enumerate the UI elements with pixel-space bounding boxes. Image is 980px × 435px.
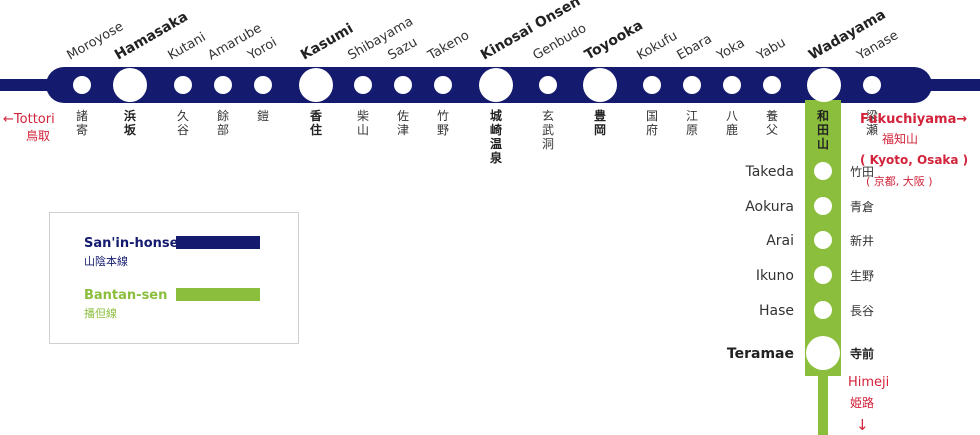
station-name-en: Teramae — [727, 346, 794, 362]
bantan-station: Ikuno 生野 — [756, 266, 874, 284]
bantan-stations: Takeda 竹田 Aokura 青倉 Arai 新井 Ikuno 生野 Hase 長谷 Teram… — [727, 162, 874, 370]
station-marker — [539, 76, 557, 94]
station-marker — [814, 162, 832, 180]
station-marker — [763, 76, 781, 94]
station-marker — [354, 76, 372, 94]
station-marker — [814, 266, 832, 284]
bantan-station: Hase 長谷 — [759, 301, 874, 319]
station-name-jp: 寺前 — [850, 346, 874, 361]
station-marker — [643, 76, 661, 94]
station-name-jp: 諸寄 — [76, 108, 88, 137]
station-marker — [807, 68, 841, 102]
station-name-jp: 久谷 — [177, 109, 189, 137]
station-name-jp: 長谷 — [850, 304, 874, 318]
station-name-en: Kutani — [166, 30, 209, 64]
station-marker — [863, 76, 881, 94]
bantan-station: Teramae 寺前 — [727, 336, 874, 370]
station-name-jp: 竹田 — [850, 165, 874, 179]
east-direction-en: Fukuchiyama→ — [860, 112, 967, 127]
station-marker — [479, 68, 513, 102]
station-name-jp: 梁瀬 — [866, 108, 878, 137]
station-name-jp: 養父 — [766, 108, 778, 137]
station-marker — [113, 68, 147, 102]
east-direction: Fukuchiyama→ 福知山 ( Kyoto, Osaka ) ( 京都, … — [860, 112, 968, 188]
sanin-line-east-stub — [920, 79, 980, 91]
west-direction-en: ←Tottori — [3, 112, 55, 127]
station-name-jp: 佐津 — [397, 109, 409, 137]
bantan-station: Takeda 竹田 — [744, 162, 874, 180]
legend-bantan-en: Bantan-sen — [84, 288, 167, 303]
station-name-jp: 豊岡 — [594, 108, 606, 137]
station-name-jp: 浜坂 — [124, 108, 137, 137]
legend-sanin-jp: 山陰本線 — [84, 254, 128, 268]
station-name-en: Kasumi — [298, 21, 356, 64]
station-marker — [73, 76, 91, 94]
south-direction: Himeji 姫路 ↓ — [848, 375, 889, 434]
sanin-stations: Moroyose諸寄Hamasaka浜坂Kutani久谷Amarube餘部Yor… — [65, 0, 902, 165]
station-name-jp: 城崎温泉 — [490, 108, 503, 165]
station-name-en: Toyooka — [582, 17, 646, 63]
station-name-en: Aokura — [745, 199, 794, 215]
sanin-line-west-stub — [0, 79, 60, 91]
south-direction-jp: 姫路 — [850, 395, 874, 410]
station-marker — [683, 76, 701, 94]
station-marker — [806, 336, 840, 370]
station-marker — [434, 76, 452, 94]
station-name-jp: 江原 — [686, 109, 698, 137]
station-name-jp: 新井 — [850, 233, 874, 248]
station-name-jp: 鎧 — [257, 108, 269, 123]
station-marker — [583, 68, 617, 102]
station-name-jp: 竹野 — [437, 109, 449, 137]
bantan-station: Arai 新井 — [766, 231, 874, 249]
legend-canvas: San'in-honsen 山陰本線 Bantan-sen 播但線 — [84, 236, 260, 320]
east-direction-jp: 福知山 — [882, 131, 918, 146]
legend-bantan-jp: 播但線 — [84, 306, 117, 320]
station-marker — [814, 197, 832, 215]
station-name-jp: 青倉 — [850, 199, 874, 214]
legend-sanin-en: San'in-honsen — [84, 236, 188, 251]
east-direction-sub-jp: ( 京都, 大阪 ) — [866, 174, 933, 188]
legend-sanin-swatch — [176, 236, 260, 249]
station-name-en: Arai — [766, 233, 794, 249]
station-name-en: Ebara — [675, 32, 715, 64]
station-marker — [174, 76, 192, 94]
station-name-jp: 餘部 — [217, 108, 229, 137]
station-name-en: Takeda — [744, 164, 794, 180]
east-direction-sub-en: ( Kyoto, Osaka ) — [860, 153, 968, 167]
station-marker — [394, 76, 412, 94]
south-direction-arrow: ↓ — [856, 416, 869, 434]
sanin-station: Yabu 養父 — [754, 35, 789, 137]
station-name-en: Hase — [759, 303, 794, 319]
station-marker — [814, 301, 832, 319]
station-name-jp: 国府 — [646, 109, 658, 137]
station-marker — [214, 76, 232, 94]
station-name-en: Yoka — [714, 36, 748, 64]
south-direction-en: Himeji — [848, 375, 889, 390]
station-name-jp: 柴山 — [357, 109, 369, 137]
west-direction-jp: 鳥取 — [26, 128, 50, 143]
station-name-jp: 八鹿 — [726, 109, 738, 137]
station-name-en: Takeno — [425, 28, 472, 64]
legend-bantan-swatch — [176, 288, 260, 301]
legend: San'in-honsen 山陰本線 Bantan-sen 播但線 — [49, 212, 299, 344]
station-marker — [723, 76, 741, 94]
bantan-line-south-stub — [818, 376, 828, 435]
station-name-en: Yabu — [754, 35, 789, 64]
station-marker — [299, 68, 333, 102]
station-name-jp: 玄武洞 — [542, 108, 554, 151]
station-marker — [814, 231, 832, 249]
bantan-station: Aokura 青倉 — [745, 197, 874, 215]
station-name-jp: 香住 — [309, 108, 322, 137]
station-marker — [254, 76, 272, 94]
station-name-jp-wadayama: 和田山 — [816, 108, 829, 151]
station-name-jp: 生野 — [850, 269, 874, 283]
west-direction: ←Tottori 鳥取 — [3, 112, 55, 143]
station-name-en: Ikuno — [756, 268, 794, 284]
